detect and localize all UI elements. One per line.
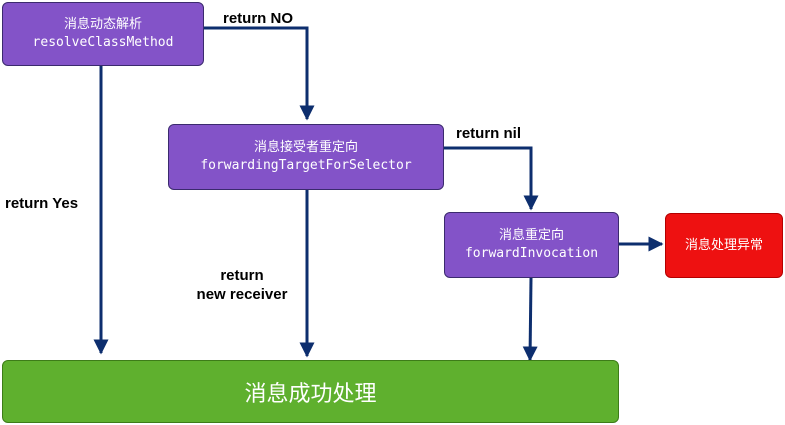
edge-forward-invocation-to-success bbox=[522, 277, 538, 362]
node-exception: 消息处理异常 bbox=[665, 213, 783, 278]
label-return-no: return NO bbox=[223, 10, 294, 27]
label-return-nil: return nil bbox=[456, 125, 522, 142]
node-title: 消息处理异常 bbox=[684, 237, 763, 253]
node-success: 消息成功处理 bbox=[2, 360, 619, 423]
node-title: 消息接受者重定向 bbox=[253, 140, 358, 155]
node-title: 消息动态解析 bbox=[63, 17, 142, 32]
edge-return-nil bbox=[444, 146, 539, 211]
node-forwarding-target: 消息接受者重定向 forwardingTargetForSelector bbox=[168, 124, 444, 190]
edge-return-no bbox=[204, 26, 315, 121]
node-method: forwardInvocation bbox=[464, 246, 599, 261]
node-title: 消息重定向 bbox=[498, 228, 564, 243]
node-title: 消息成功处理 bbox=[244, 381, 377, 407]
node-method: forwardingTargetForSelector bbox=[200, 158, 412, 173]
node-resolve-class-method: 消息动态解析 resolveClassMethod bbox=[2, 2, 204, 66]
label-return-yes: return Yes bbox=[5, 195, 79, 212]
label-return-line: return bbox=[220, 267, 264, 284]
node-forward-invocation: 消息重定向 forwardInvocation bbox=[444, 212, 619, 278]
label-new-receiver-line: new receiver bbox=[196, 286, 288, 303]
node-method: resolveClassMethod bbox=[32, 35, 174, 50]
label-return-new-receiver: return new receiver bbox=[186, 266, 298, 304]
